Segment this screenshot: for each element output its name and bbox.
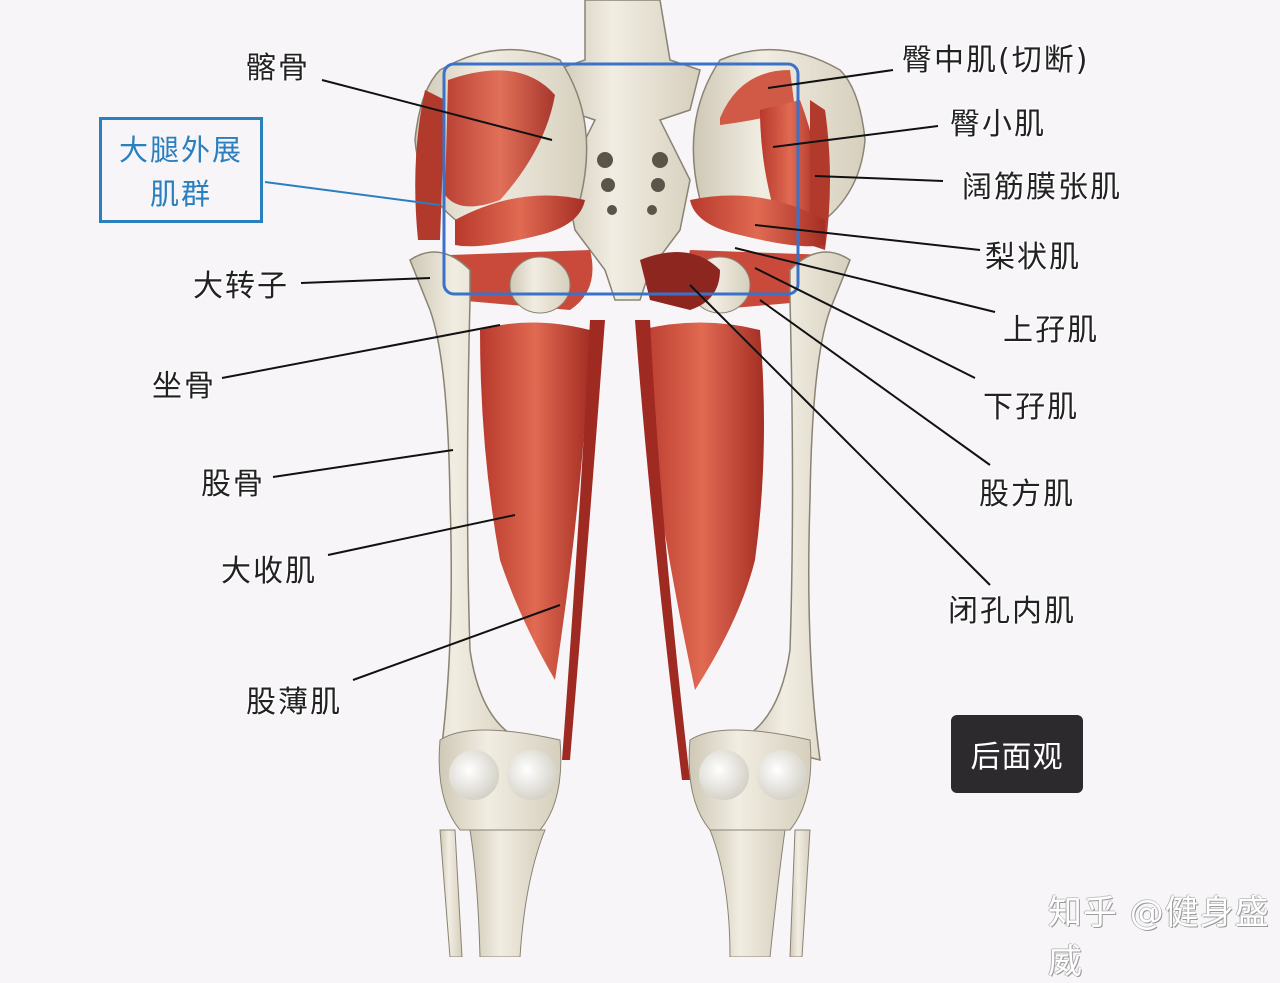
- piriformis-left: [455, 195, 585, 247]
- femur-left: [409, 251, 523, 761]
- label-gluteus-minimus: 臀小肌: [950, 107, 1046, 142]
- label-gracilis: 股薄肌: [246, 685, 342, 720]
- gracilis-right: [635, 320, 690, 780]
- label-obturator-internus: 闭孔内肌: [948, 594, 1076, 629]
- label-adductor-magnus: 大收肌: [221, 554, 317, 589]
- tibia-left: [469, 829, 546, 957]
- knee-left: [438, 729, 562, 831]
- sacrum-spine: [554, 0, 701, 301]
- abductor-group-line2: 肌群: [149, 177, 212, 211]
- gracilis-left: [562, 320, 605, 760]
- label-ilium: 髂骨: [246, 51, 310, 86]
- adductor-magnus-right: [640, 322, 764, 690]
- label-greater-trochanter: 大转子: [193, 269, 289, 304]
- anatomy-diagram: 髂骨 大转子 坐骨 股骨 大收肌 股薄肌 臀中肌(切断) 臀小肌 阔筋膜张肌 梨…: [99, 0, 1269, 982]
- adductor-magnus-left: [480, 322, 590, 680]
- abductor-group-line1: 大腿外展: [118, 133, 243, 167]
- label-inferior-gemellus: 下孖肌: [983, 390, 1079, 425]
- label-ischium: 坐骨: [152, 369, 216, 404]
- label-superior-gemellus: 上孖肌: [1003, 313, 1099, 348]
- label-piriformis: 梨状肌: [985, 240, 1081, 275]
- label-gluteus-medius: 臀中肌(切断): [902, 43, 1090, 78]
- abductor-group-label: 大腿外展 肌群: [99, 117, 263, 223]
- gluteus-left: [445, 70, 555, 207]
- fibula-right: [789, 829, 811, 957]
- watermark: 知乎 @健身盛威: [1048, 893, 1270, 982]
- label-quadratus-femoris: 股方肌: [979, 477, 1075, 512]
- view-badge: 后面观: [951, 715, 1083, 793]
- group-leader-line: [264, 181, 441, 206]
- label-tensor-fasciae-latae: 阔筋膜张肌: [962, 170, 1122, 205]
- leader-lines: [221, 69, 996, 681]
- fibula-left: [439, 829, 463, 957]
- label-femur: 股骨: [201, 467, 265, 502]
- tibia-right: [709, 829, 786, 957]
- abductor-highlight-box: [442, 62, 800, 296]
- piriformis-right: [690, 195, 825, 247]
- anatomy-illustration: [221, 0, 996, 957]
- knee-right: [688, 729, 812, 831]
- femur-right: [737, 251, 851, 761]
- tfl-right: [810, 100, 830, 250]
